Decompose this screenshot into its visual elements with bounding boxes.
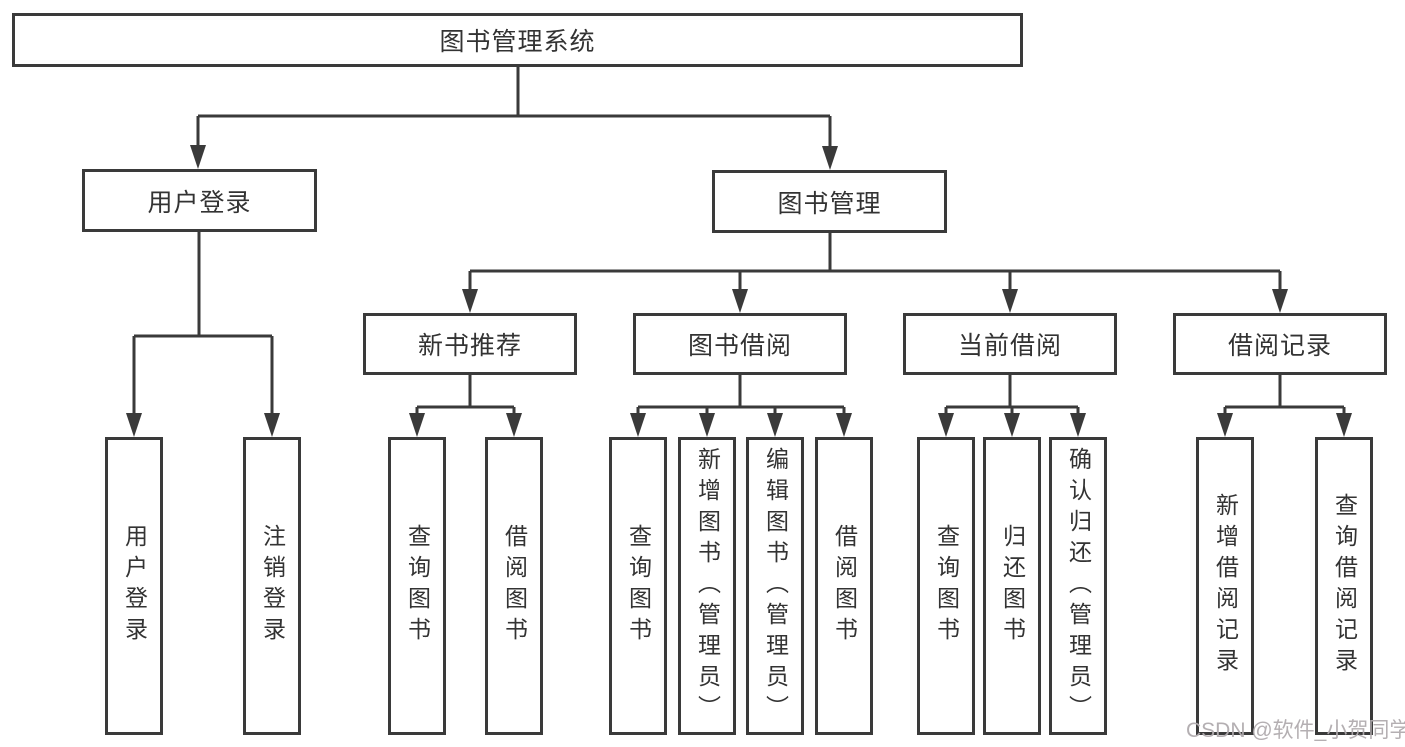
- connector-new-book-to-leaves: [415, 375, 516, 416]
- leaf-borrow-books-recommend: 借阅图书: [485, 437, 543, 735]
- leaf-label: 查询图书: [404, 524, 431, 648]
- node-book-management: 图书管理: [712, 170, 947, 233]
- node-borrowing-records-label: 借阅记录: [1227, 332, 1332, 360]
- csdn-watermark: CSDN @软件_小贺同学: [1186, 719, 1405, 742]
- connector-book-mgmt-to-level3: [468, 233, 1282, 291]
- leaf-logout: 注销登录: [243, 437, 301, 735]
- leaf-user-login: 用户登录: [105, 437, 163, 735]
- node-new-book-recommend-label: 新书推荐: [417, 332, 522, 360]
- leaf-label: 确认归还（管理员）: [1065, 446, 1092, 726]
- node-user-login: 用户登录: [82, 169, 317, 232]
- leaf-label: 用户登录: [121, 524, 148, 648]
- leaf-label: 查询借阅记录: [1331, 493, 1358, 679]
- node-root: 图书管理系统: [12, 13, 1023, 67]
- node-current-borrowing: 当前借阅: [903, 313, 1117, 375]
- leaf-add-borrow-record: 新增借阅记录: [1196, 437, 1254, 735]
- connector-borrowing-to-leaves: [636, 375, 846, 416]
- leaf-query-books-current: 查询图书: [917, 437, 975, 735]
- node-current-borrowing-label: 当前借阅: [957, 332, 1062, 360]
- leaf-label: 借阅图书: [831, 524, 858, 648]
- node-book-borrowing: 图书借阅: [633, 313, 847, 375]
- node-borrowing-records: 借阅记录: [1173, 313, 1387, 375]
- node-new-book-recommend: 新书推荐: [363, 313, 577, 375]
- connector-current-to-leaves: [944, 375, 1080, 416]
- leaf-label: 查询图书: [933, 524, 960, 648]
- leaf-query-books-recommend: 查询图书: [388, 437, 446, 735]
- leaf-label: 查询图书: [625, 524, 652, 648]
- connector-root-to-level2: [196, 67, 832, 148]
- leaf-label: 新增借阅记录: [1212, 493, 1239, 679]
- leaf-query-borrow-record: 查询借阅记录: [1315, 437, 1373, 735]
- arrowheads: [126, 145, 1352, 437]
- leaf-label: 归还图书: [999, 524, 1026, 648]
- leaf-return-book: 归还图书: [983, 437, 1041, 735]
- connector-records-to-leaves: [1223, 375, 1346, 416]
- node-root-label: 图书管理系统: [439, 28, 596, 56]
- node-book-borrowing-label: 图书借阅: [687, 332, 792, 360]
- leaf-label: 注销登录: [259, 524, 286, 648]
- leaf-add-book-admin: 新增图书（管理员）: [678, 437, 736, 735]
- connector-user-login-to-leaves: [132, 232, 274, 415]
- leaf-label: 借阅图书: [501, 524, 528, 648]
- leaf-edit-book-admin: 编辑图书（管理员）: [746, 437, 804, 735]
- node-book-management-label: 图书管理: [777, 189, 882, 218]
- leaf-borrow-books: 借阅图书: [815, 437, 873, 735]
- node-user-login-label: 用户登录: [147, 188, 252, 217]
- leaf-confirm-return-admin: 确认归还（管理员）: [1049, 437, 1107, 735]
- leaf-label: 编辑图书（管理员）: [762, 446, 789, 726]
- leaf-query-books-borrowing: 查询图书: [609, 437, 667, 735]
- leaf-label: 新增图书（管理员）: [694, 446, 721, 726]
